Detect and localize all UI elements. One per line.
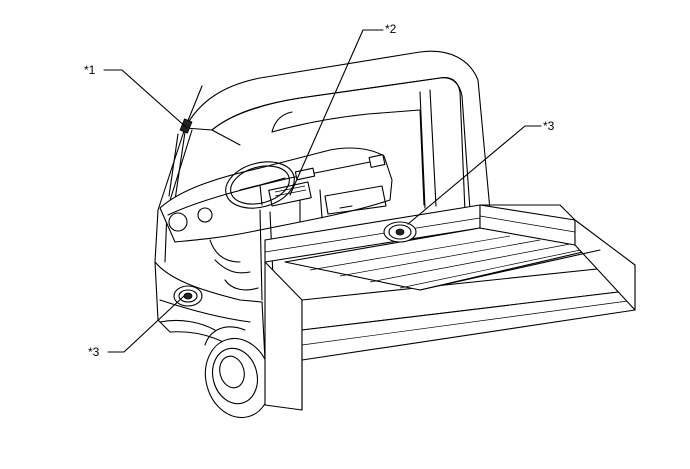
callout-label-speaker-left: *3 [88,345,100,359]
callout-labels: *1 *2 *3 *3 [84,22,555,359]
front-wheel [204,326,272,419]
antenna [168,85,203,201]
cargo-bed [264,204,636,411]
callout-label-antenna: *1 [84,63,96,77]
callout-label-speaker-right: *3 [543,119,555,133]
callout-label-radio: *2 [385,22,397,36]
left-speaker [173,285,203,307]
leader-lines [103,29,542,353]
right-speaker [383,221,417,243]
steering-wheel [225,161,295,209]
